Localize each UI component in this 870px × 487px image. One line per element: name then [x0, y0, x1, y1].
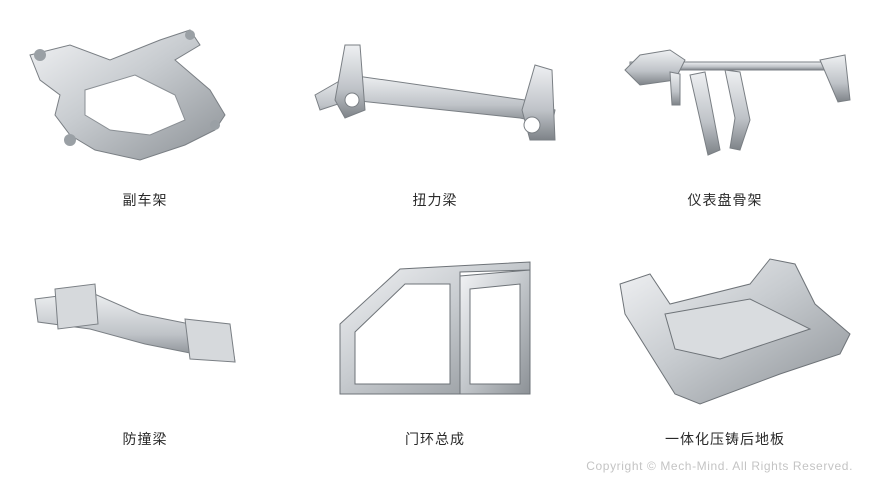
torsion-beam-image	[314, 44, 556, 141]
part-label: 防撞梁	[122, 432, 168, 448]
part-card-subframe: 副车架	[0, 0, 290, 243]
part-label: 扭力梁	[412, 193, 458, 209]
rear-floor-casting-image	[619, 258, 851, 405]
part-label: 仪表盘骨架	[687, 193, 763, 209]
part-card-dashboard-frame: 仪表盘骨架	[580, 0, 870, 243]
bumper-beam-image	[34, 283, 236, 363]
part-card-torsion-beam: 扭力梁	[290, 0, 580, 243]
dashboard-frame-image	[624, 49, 851, 156]
part-card-door-ring: 门环总成	[290, 244, 580, 487]
part-label: 门环总成	[405, 432, 465, 448]
copyright-watermark: Copyright © Mech-Mind. All Rights Reserv…	[586, 459, 853, 473]
subframe-image	[29, 29, 226, 161]
part-label: 一体化压铸后地板	[665, 432, 785, 448]
part-card-bumper-beam: 防撞梁	[0, 244, 290, 487]
part-label: 副车架	[122, 193, 168, 209]
part-card-rear-floor-casting: 一体化压铸后地板	[580, 244, 870, 487]
door-ring-image	[339, 261, 531, 395]
